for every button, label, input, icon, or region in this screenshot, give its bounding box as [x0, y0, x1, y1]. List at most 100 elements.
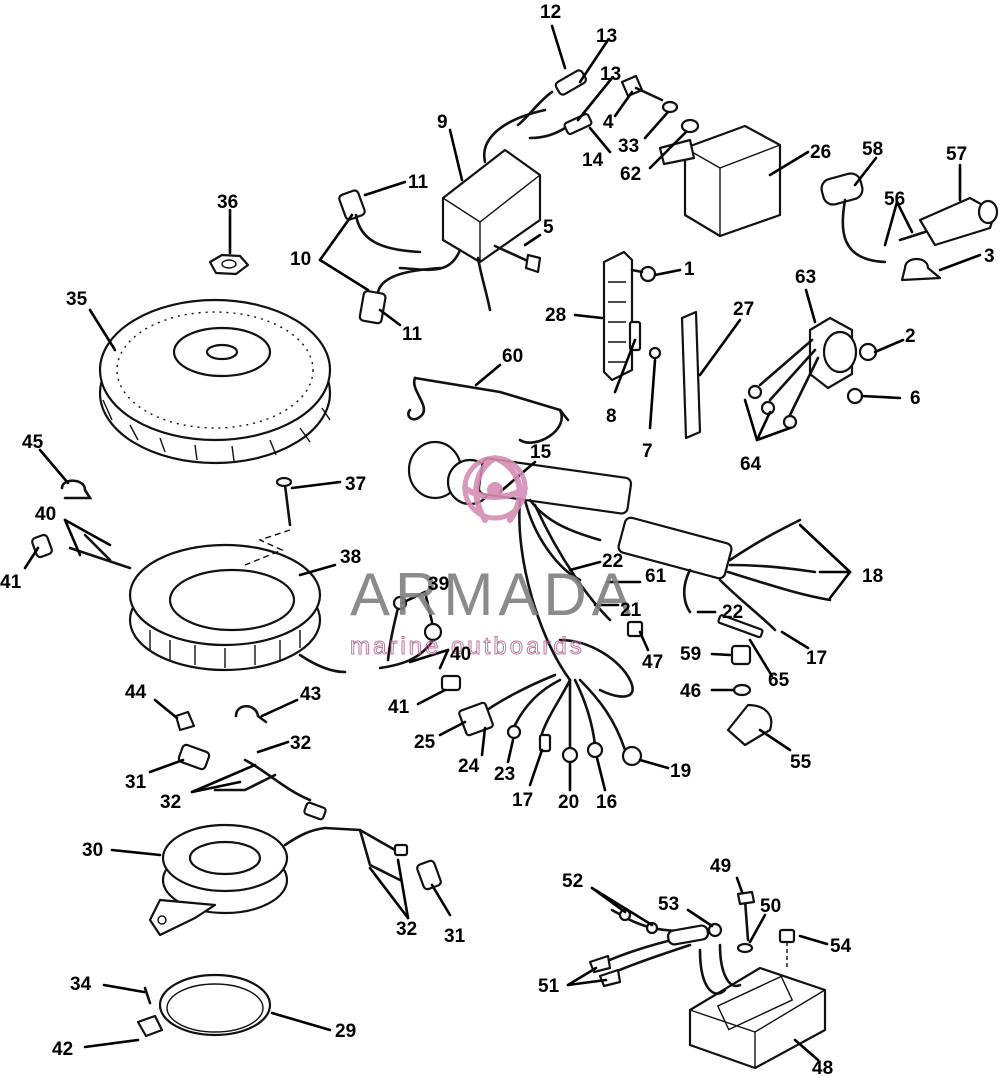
lead-wires-top	[516, 69, 593, 140]
callout-30: 30	[82, 840, 103, 861]
callout-54: 54	[830, 936, 852, 957]
callout-15: 15	[530, 442, 552, 463]
screw-54	[778, 928, 796, 970]
sleeve-65	[717, 614, 764, 639]
connector-31-upper	[177, 743, 211, 771]
screw-6	[846, 387, 864, 405]
callout-49: 49	[710, 856, 731, 877]
callout-40: 40	[450, 644, 471, 665]
callout-33: 33	[618, 136, 639, 157]
screw-2	[858, 342, 878, 362]
screw-34	[143, 986, 152, 1005]
callout-53: 53	[658, 894, 679, 915]
callout-56: 56	[884, 189, 905, 210]
connector-31-lower	[416, 859, 442, 891]
rectifier	[688, 943, 827, 1070]
callout-63: 63	[795, 267, 816, 288]
callout-32: 32	[160, 792, 181, 813]
screw-7	[648, 346, 662, 360]
callout-1: 1	[684, 259, 695, 280]
callout-12: 12	[540, 2, 561, 23]
callout-55: 55	[790, 752, 812, 773]
washer-50	[736, 942, 754, 954]
clip-3	[900, 257, 942, 282]
callout-40: 40	[35, 504, 56, 525]
callout-3: 3	[984, 246, 995, 267]
callout-24: 24	[458, 756, 480, 777]
callout-31: 31	[444, 926, 466, 947]
callout-41: 41	[0, 572, 22, 593]
callout-65: 65	[768, 670, 790, 691]
callout-45: 45	[22, 432, 44, 453]
spark-plug-lead-upper	[338, 189, 422, 254]
washer-46	[732, 683, 752, 697]
callout-44: 44	[125, 682, 147, 703]
callout-62: 62	[620, 164, 641, 185]
clip-44	[174, 710, 196, 732]
callout-13: 13	[596, 26, 617, 47]
callout-22: 22	[722, 602, 743, 623]
stator	[128, 543, 347, 674]
leader-lines	[23, 24, 982, 1062]
callout-46: 46	[680, 681, 701, 702]
bolt-37	[244, 476, 293, 566]
watermark: ARMADA marine outboards	[350, 455, 632, 661]
callout-57: 57	[946, 144, 967, 165]
terminal-block	[602, 250, 634, 382]
cover-strip	[680, 310, 702, 440]
flywheel	[98, 298, 332, 465]
callout-27: 27	[733, 299, 754, 320]
lead-40-left	[68, 533, 132, 570]
callout-34: 34	[70, 974, 92, 995]
callout-47: 47	[642, 652, 663, 673]
callout-6: 6	[910, 388, 921, 409]
spark-plug-lead-lower	[358, 266, 442, 325]
callout-37: 37	[345, 474, 366, 495]
lead-32-upper	[213, 758, 327, 821]
spark-plug-cap	[898, 196, 999, 247]
callout-19: 19	[670, 761, 691, 782]
power-pack	[398, 108, 547, 312]
callout-18: 18	[862, 566, 883, 587]
callout-39: 39	[428, 574, 449, 595]
callout-36: 36	[217, 192, 238, 213]
callout-21: 21	[620, 600, 642, 621]
sleeve-53	[666, 922, 723, 946]
bolt-49	[736, 890, 756, 942]
callout-4: 4	[603, 112, 614, 133]
screw-4	[620, 74, 664, 102]
callout-25: 25	[414, 732, 436, 753]
callout-29: 29	[335, 1021, 356, 1042]
callout-58: 58	[862, 139, 883, 160]
clamp-42	[136, 1014, 164, 1038]
callout-50: 50	[760, 896, 781, 917]
callout-22: 22	[602, 551, 623, 572]
screw-59	[730, 644, 752, 666]
callout-32: 32	[396, 919, 417, 940]
watermark-logo-icon	[462, 455, 528, 523]
callout-13: 13	[600, 64, 621, 85]
charge-coil	[148, 823, 327, 937]
lead-39	[378, 595, 443, 670]
callout-14: 14	[582, 150, 604, 171]
screw-1	[630, 265, 657, 283]
callout-64: 64	[740, 454, 762, 475]
callout-35: 35	[66, 289, 88, 310]
screw-5	[493, 244, 542, 274]
callout-42: 42	[52, 1039, 73, 1060]
callout-61: 61	[645, 566, 667, 587]
callout-38: 38	[340, 547, 361, 568]
callout-48: 48	[812, 1058, 833, 1078]
clip-45	[60, 479, 93, 500]
callout-17: 17	[512, 790, 533, 811]
callout-23: 23	[494, 764, 515, 785]
callout-20: 20	[558, 792, 579, 813]
ignition-coil	[658, 124, 782, 238]
spark-plug-boot	[820, 172, 887, 264]
callout-32: 32	[290, 733, 311, 754]
callout-17: 17	[806, 648, 827, 669]
washer-62	[680, 118, 700, 134]
callout-5: 5	[543, 217, 554, 238]
callout-28: 28	[545, 305, 566, 326]
